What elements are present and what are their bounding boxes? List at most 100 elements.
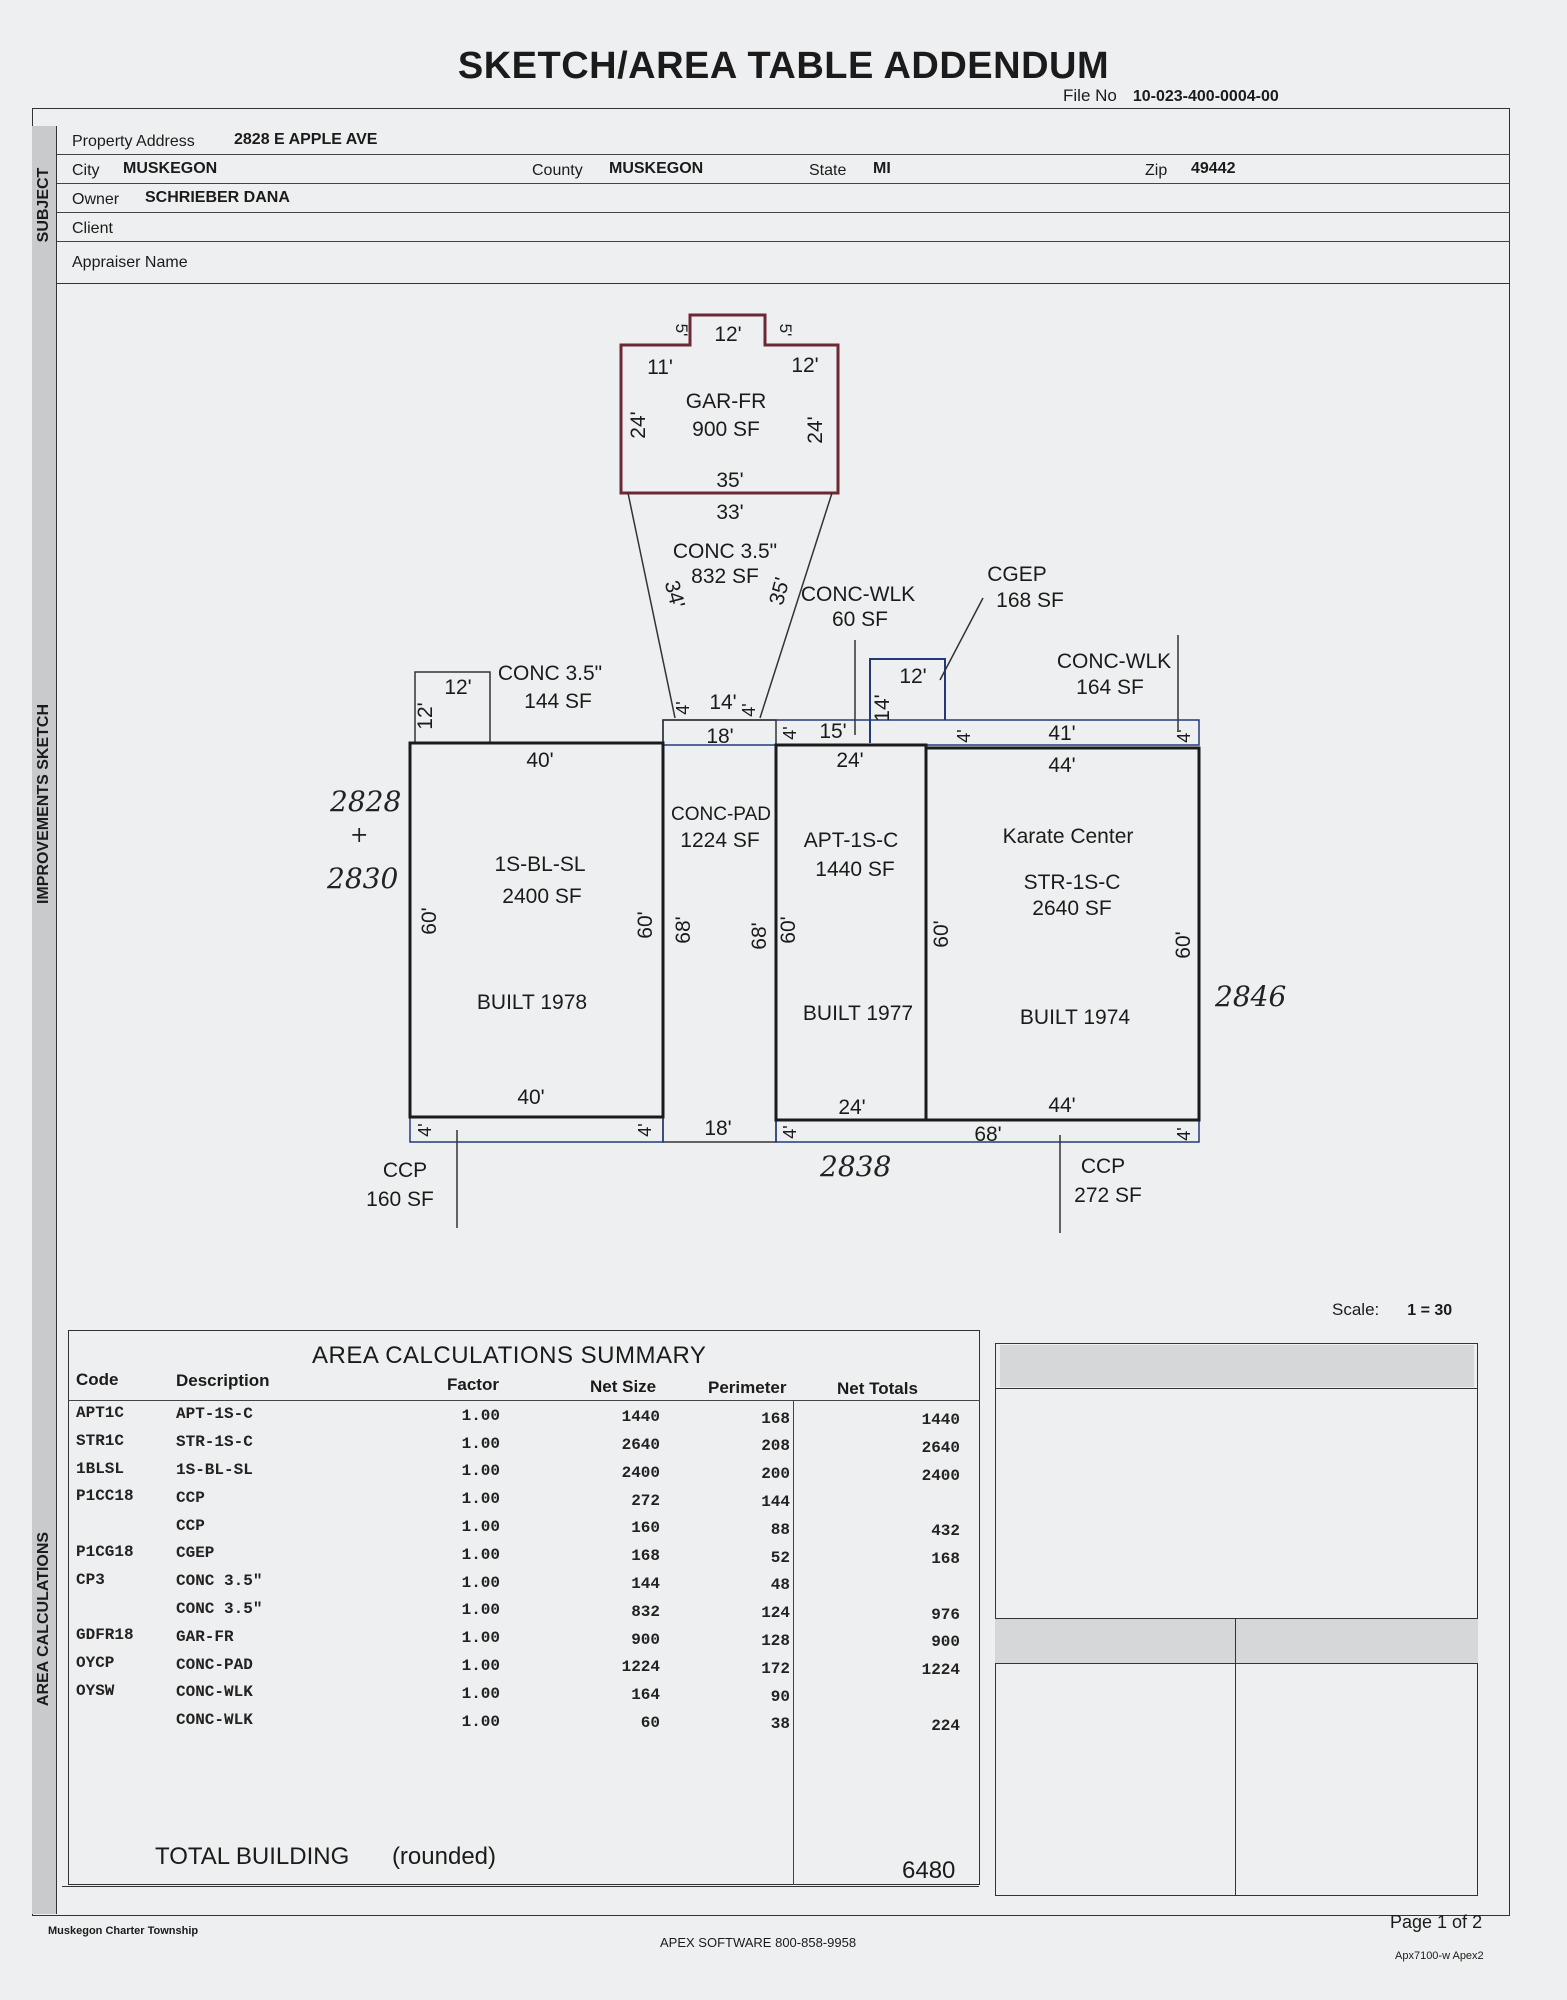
footer-center: APEX SOFTWARE 800-858-9958 <box>660 1935 857 1950</box>
cgep-side-dim: 14' <box>871 694 894 721</box>
pad-bottom-dim: 18' <box>704 1117 731 1140</box>
ccp2-left-dim: 4' <box>780 1125 800 1138</box>
col-header-factor: Factor <box>447 1375 499 1394</box>
scale-value: 1 = 30 <box>1407 1302 1453 1319</box>
scale-label: Scale: <box>1332 1300 1380 1319</box>
unit2-top-dim: 24' <box>836 749 863 772</box>
cell-description: CONC 3.5" <box>176 1572 263 1591</box>
drive-br-dim: 4' <box>739 703 759 716</box>
unit1-area: 2400 SF <box>502 885 581 908</box>
client-label: Client <box>72 220 113 237</box>
cell-perimeter: 88 <box>770 1520 790 1539</box>
drive-right-dim: 35' <box>765 575 794 607</box>
cell-net-size: 60 <box>640 1713 660 1732</box>
cell-factor: 1.00 <box>461 1629 500 1648</box>
col-header-description: Description <box>176 1371 270 1390</box>
ccp2-len-dim: 68' <box>974 1123 1001 1146</box>
cell-factor: 1.00 <box>461 1490 500 1509</box>
conc-small-top-dim: 12' <box>444 676 471 699</box>
cell-net-total: 1224 <box>921 1661 960 1680</box>
comments-box-header-rule <box>995 1388 1478 1389</box>
cell-perimeter: 168 <box>761 1409 790 1428</box>
footer-left: Muskegon Charter Township <box>48 1925 199 1937</box>
cell-net-size: 900 <box>631 1630 660 1649</box>
unit3-left-dim: 60' <box>930 920 953 947</box>
city-row: City MUSKEGON County MUSKEGON State MI Z… <box>57 155 1510 184</box>
state-value: MI <box>873 160 891 177</box>
walk2-area: 164 SF <box>1076 676 1144 699</box>
cell-factor: 1.00 <box>461 1545 500 1564</box>
cell-description: 1S-BL-SL <box>176 1460 253 1479</box>
cell-code: 1BLSL <box>76 1459 125 1478</box>
improvements-sidebar: IMPROVEMENTS SKETCH <box>32 284 57 1324</box>
walk2-right-dim: 4' <box>1174 729 1194 742</box>
total-building-text: TOTAL BUILDING <box>155 1843 350 1870</box>
conc-small-name: CONC 3.5" <box>498 662 602 685</box>
walk1-side-dim: 4' <box>780 726 800 739</box>
cell-code: OYCP <box>76 1654 115 1673</box>
area-calc-header-rule <box>68 1400 980 1401</box>
cgep-outline <box>869 658 946 743</box>
walk2-name: CONC-WLK <box>1057 650 1171 673</box>
cell-perimeter: 172 <box>761 1659 790 1678</box>
top-walk-strip <box>662 719 1200 746</box>
drive-bottom-dim: 14' <box>709 691 736 714</box>
drive-name: CONC 3.5" <box>673 540 777 563</box>
cell-perimeter: 208 <box>761 1437 790 1456</box>
cell-net-total: 2640 <box>921 1438 960 1457</box>
cell-description: CCP <box>176 1516 205 1535</box>
cell-code: STR1C <box>76 1431 125 1450</box>
drive-area: 832 SF <box>691 565 759 588</box>
zip-label: Zip <box>1145 162 1168 179</box>
ccp-left-strip <box>409 1116 664 1143</box>
area-calc-sidebar: AREA CALCULATIONS <box>32 1324 57 1914</box>
unit1-built: BUILT 1978 <box>477 991 587 1014</box>
garage-upper-left-dim: 11' <box>647 356 673 379</box>
unit3-area: 2640 SF <box>1032 897 1111 920</box>
cell-code: GDFR18 <box>76 1626 134 1645</box>
city-value: MUSKEGON <box>123 160 218 177</box>
cell-factor: 1.00 <box>461 1517 500 1536</box>
county-label: County <box>532 162 583 179</box>
col-header-code: Code <box>76 1370 119 1389</box>
file-no-label: File No <box>1063 86 1117 105</box>
cgep-name: CGEP <box>987 563 1047 586</box>
cell-net-size: 2400 <box>621 1463 660 1482</box>
page-title: SKETCH/AREA TABLE ADDENDUM <box>457 45 1110 87</box>
cell-factor: 1.00 <box>461 1434 500 1453</box>
cell-factor: 1.00 <box>461 1406 500 1425</box>
unit2-bottom-dim: 24' <box>838 1096 865 1119</box>
unit2-built: BUILT 1977 <box>803 1002 913 1025</box>
cell-perimeter: 200 <box>761 1465 790 1484</box>
drive-left-dim: 34' <box>660 578 689 610</box>
cell-description: GAR-FR <box>176 1627 234 1646</box>
footer-form-id: Apx7100-w Apex2 <box>1395 1950 1484 1962</box>
garage-left-dim: 24' <box>627 411 650 438</box>
garage-upper-right-dim: 12' <box>791 354 818 377</box>
cell-factor: 1.00 <box>461 1573 500 1592</box>
ccp1-area: 160 SF <box>366 1188 434 1211</box>
cell-net-size: 1440 <box>621 1408 660 1427</box>
cell-factor: 1.00 <box>461 1601 500 1620</box>
pad-left-dim: 68' <box>672 916 695 943</box>
conc-small-outline <box>414 671 491 743</box>
cell-description: CGEP <box>176 1544 215 1563</box>
conc-small-area: 144 SF <box>524 690 592 713</box>
client-row: Client <box>57 213 1510 242</box>
unit-3-outline <box>924 746 1201 1122</box>
walk1-area: 60 SF <box>832 608 888 631</box>
property-address-value: 2828 E APPLE AVE <box>234 131 378 148</box>
cgep-area: 168 SF <box>996 589 1064 612</box>
cell-description: CONC-WLK <box>176 1683 253 1702</box>
cell-perimeter: 144 <box>761 1492 790 1511</box>
comments-box-header <box>1000 1345 1474 1387</box>
total-building-value: 6480 <box>902 1857 956 1884</box>
unit3-right-dim: 60' <box>1172 931 1195 958</box>
cell-perimeter: 128 <box>761 1631 790 1650</box>
handwritten-2846: 2846 <box>1215 980 1287 1013</box>
